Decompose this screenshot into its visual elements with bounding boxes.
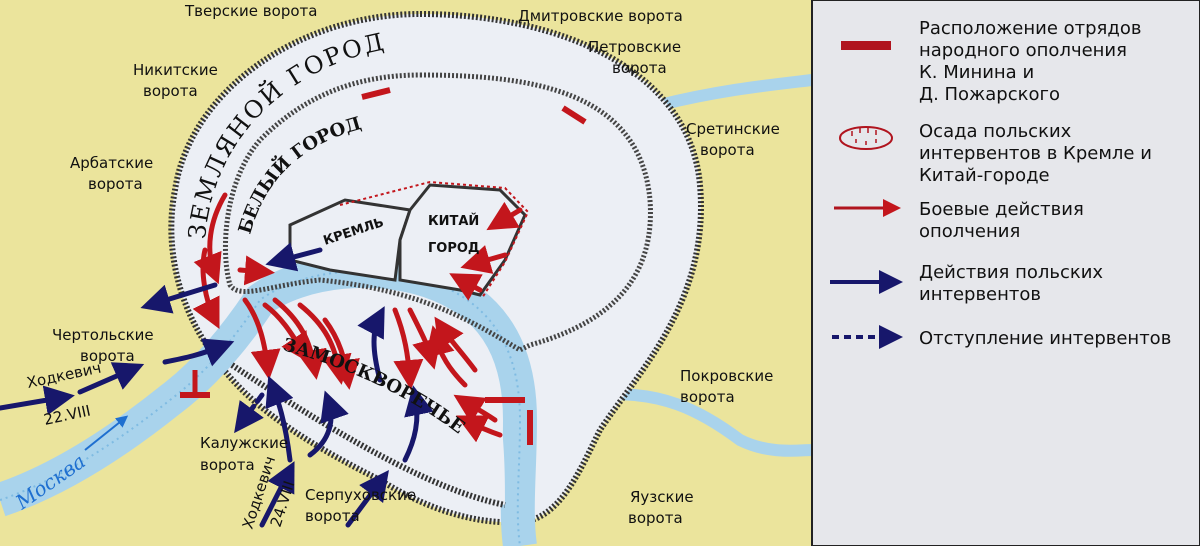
- svg-text:Отступление интервентов: Отступление интервентов: [919, 328, 1171, 349]
- label-dmitrovskie-gate: Дмитровские ворота: [518, 7, 683, 25]
- militia-positions: [180, 87, 587, 445]
- red-arrow: [486, 201, 523, 231]
- red-arrow: [237, 255, 275, 286]
- svg-text:К. Минина и: К. Минина и: [919, 62, 1034, 83]
- blue-arrow: [345, 469, 389, 528]
- svg-text:Д. Пожарского: Д. Пожарского: [919, 84, 1060, 105]
- legend-retreat: Отступление интервентов: [832, 325, 1171, 349]
- blue-arrow: [140, 282, 218, 314]
- blue-arrow: [0, 385, 75, 416]
- river-flow-arrow: [84, 415, 129, 451]
- red-arrow: [192, 247, 220, 329]
- red-arrow: [193, 192, 228, 285]
- svg-text:интервентов: интервентов: [919, 284, 1041, 305]
- red-arrow: [322, 317, 360, 390]
- label-tverskie-gate: Тверские ворота: [184, 2, 317, 20]
- svg-text:ополчения: ополчения: [919, 221, 1020, 242]
- militia-action-arrows: [192, 192, 523, 443]
- red-arrow: [392, 307, 424, 390]
- svg-text:ворота: ворота: [612, 59, 667, 77]
- siege-swatch: [839, 126, 893, 150]
- label-pokrovskie-gate: Покровские: [680, 367, 773, 385]
- svg-text:ГОРОД: ГОРОД: [428, 241, 480, 256]
- label-arbatskie-gate: Арбатские: [70, 154, 153, 172]
- red-arrow: [449, 273, 483, 301]
- label-kitai-gorod: КИТАЙ: [428, 213, 479, 229]
- svg-text:Боевые действия: Боевые действия: [919, 199, 1084, 220]
- blue-arrow: [265, 242, 323, 272]
- red-arrow: [434, 316, 478, 373]
- yauza-river: [599, 388, 813, 457]
- legend-militia-position: Расположение отрядов народного ополчения…: [841, 18, 1141, 105]
- svg-text:ворота: ворота: [88, 175, 143, 193]
- blue-arrow: [77, 362, 145, 395]
- blue-arrow: [307, 390, 349, 458]
- svg-text:Осада польских: Осада польских: [919, 121, 1072, 142]
- blue-arrow: [162, 338, 235, 367]
- svg-text:ворота: ворота: [700, 141, 755, 159]
- label-kaluzhskie-gate: Калужские: [200, 434, 288, 452]
- red-arrow: [453, 394, 498, 424]
- legend-panel: [811, 0, 1200, 546]
- red-arrow: [460, 245, 508, 274]
- svg-text:ворота: ворота: [143, 82, 198, 100]
- label-serpukhovskie-gate: Серпуховские: [305, 486, 416, 504]
- gate-labels: Тверские ворота Дмитровские ворота Никит…: [52, 2, 780, 527]
- label-sretinskie-gate: Сретинские: [686, 120, 780, 138]
- svg-text:ворота: ворота: [305, 507, 360, 525]
- label-petrovskie-gate: Петровские: [588, 38, 681, 56]
- red-arrow: [456, 415, 503, 443]
- militia-position-swatch: [841, 41, 891, 50]
- bely-gorod-wall: [222, 72, 653, 353]
- svg-text:ворота: ворота: [680, 388, 735, 406]
- legend-polish-actions: Действия польских интервентов: [830, 262, 1103, 305]
- svg-text:интервентов в Кремле и: интервентов в Кремле и: [919, 143, 1152, 164]
- svg-text:Действия польских: Действия польских: [919, 262, 1103, 283]
- blue-arrow: [402, 385, 434, 463]
- label-nikitskie-gate: Никитские: [133, 61, 218, 79]
- svg-text:ворота: ворота: [200, 456, 255, 474]
- blue-arrow: [265, 375, 294, 463]
- svg-text:народного ополчения: народного ополчения: [919, 40, 1127, 61]
- legend-militia-actions: Боевые действия ополчения: [834, 199, 1084, 242]
- legend-siege: Осада польских интервентов в Кремле и Ки…: [839, 121, 1152, 186]
- svg-text:ворота: ворота: [628, 509, 683, 527]
- red-arrow: [242, 297, 281, 380]
- red-arrow: [272, 297, 327, 380]
- blue-arrow: [259, 461, 295, 528]
- svg-text:Китай-городе: Китай-городе: [919, 165, 1050, 186]
- svg-text:ворота: ворота: [80, 347, 135, 365]
- retreat-arrow: [234, 392, 265, 434]
- svg-text:Расположение отрядов: Расположение отрядов: [919, 18, 1141, 39]
- label-chertolskie-gate: Чертольские: [52, 326, 154, 344]
- blue-arrow: [357, 306, 385, 383]
- polish-action-arrows: [0, 242, 434, 528]
- label-yauzskie-gate: Яузские: [630, 488, 694, 506]
